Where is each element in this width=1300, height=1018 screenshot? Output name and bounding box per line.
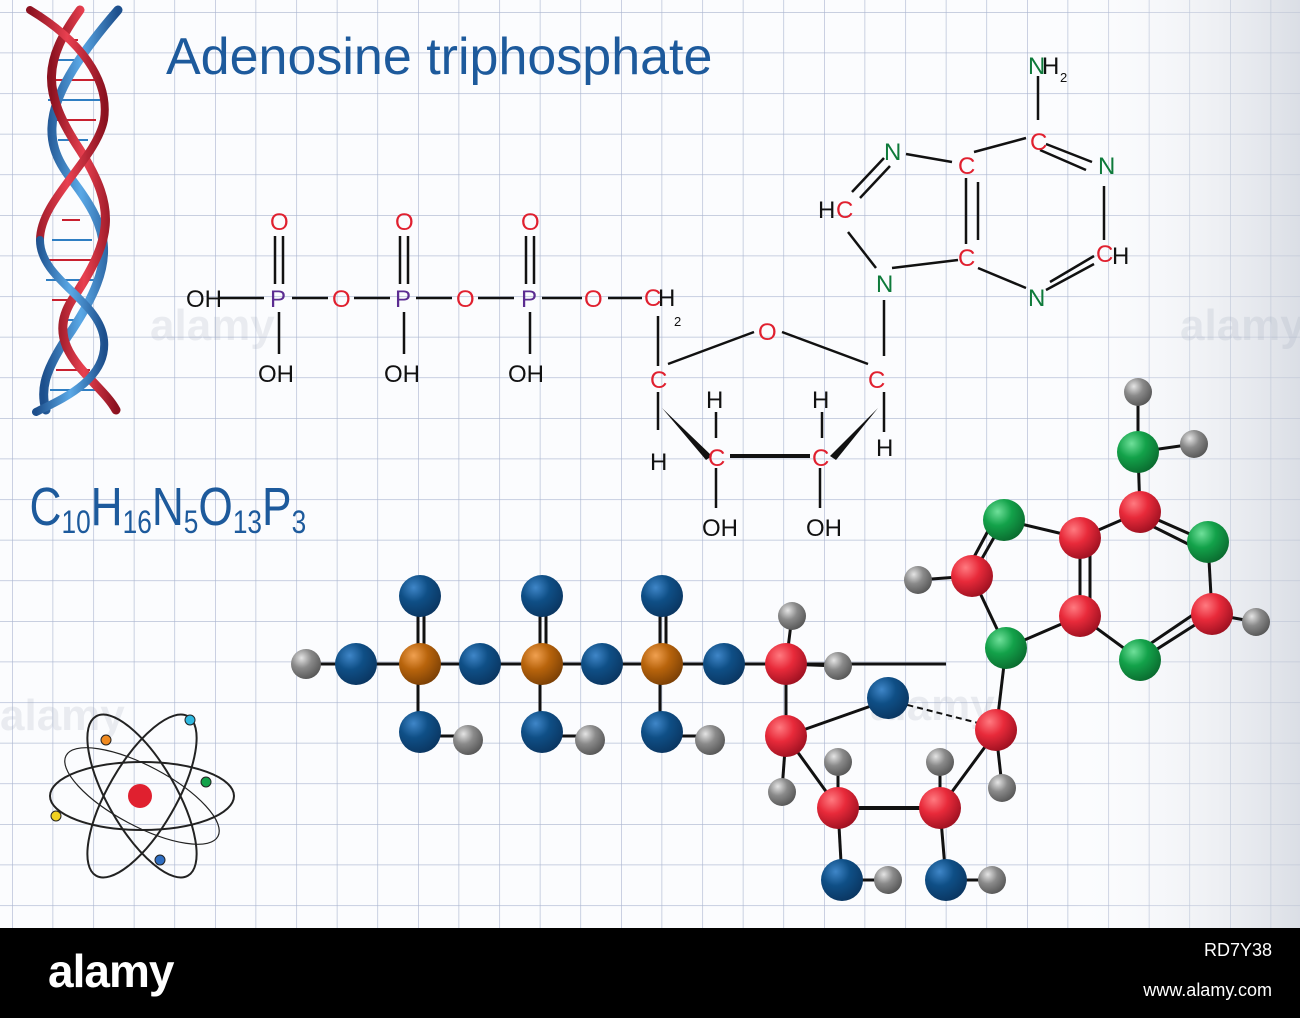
oxygen-labels: O O O O O O O: [270, 209, 777, 346]
formula-element: N: [152, 477, 184, 537]
wedge-bond: [830, 408, 878, 460]
svg-text:C: C: [836, 197, 853, 224]
svg-text:C: C: [812, 445, 829, 472]
svg-text:C: C: [1096, 241, 1113, 268]
svg-text:OH: OH: [806, 515, 842, 542]
formula-element: P: [262, 477, 292, 537]
svg-text:P: P: [270, 286, 286, 313]
watermark-text: alamy: [0, 691, 125, 740]
svg-text:H: H: [1112, 243, 1129, 270]
formula-subscript: 5: [184, 506, 199, 541]
svg-text:C: C: [958, 245, 975, 272]
svg-text:H: H: [706, 387, 723, 414]
svg-text:OH: OH: [702, 515, 738, 542]
svg-text:H: H: [876, 435, 893, 462]
svg-text:OH: OH: [508, 361, 544, 388]
formula-subscript: 13: [233, 506, 262, 541]
svg-text:C: C: [958, 153, 975, 180]
svg-text:OH: OH: [384, 361, 420, 388]
footer-bar: alamy RD7Y38 www.alamy.com: [0, 928, 1300, 1018]
poster-artwork: alamy alamy alamy alamy Adenosine tripho…: [0, 0, 1300, 928]
carbon-labels: C C C C C C C C C C: [644, 129, 1113, 472]
svg-text:N: N: [1028, 53, 1045, 80]
wedge-bond: [662, 408, 712, 460]
structural-bonds: [218, 76, 1106, 508]
ball-and-stick-model: [291, 378, 1270, 901]
formula-subscript: 10: [61, 506, 90, 541]
footer-logo[interactable]: alamy: [48, 945, 174, 997]
svg-text:O: O: [456, 286, 475, 313]
svg-text:C: C: [1030, 129, 1047, 156]
svg-text:2: 2: [1060, 70, 1067, 85]
formula-element: C: [30, 477, 62, 537]
svg-text:O: O: [521, 209, 540, 236]
formula-subscript: 3: [292, 506, 307, 541]
svg-text:N: N: [1098, 153, 1115, 180]
svg-text:OH: OH: [186, 286, 222, 313]
svg-text:H: H: [818, 197, 835, 224]
formula-element: O: [198, 477, 232, 537]
atom-icon: [49, 713, 235, 879]
formula-element: H: [91, 477, 123, 537]
svg-text:H: H: [812, 387, 829, 414]
page-title: Adenosine triphosphate: [166, 28, 712, 86]
svg-text:O: O: [332, 286, 351, 313]
svg-text:P: P: [395, 286, 411, 313]
image-id: RD7Y38: [1203, 940, 1272, 960]
svg-text:C: C: [650, 367, 667, 394]
svg-text:O: O: [758, 319, 777, 346]
svg-text:H: H: [658, 285, 675, 312]
svg-text:H: H: [650, 449, 667, 476]
watermark-text: alamy: [150, 301, 275, 350]
model-atoms: [291, 378, 1270, 901]
svg-text:H: H: [1042, 53, 1059, 80]
svg-text:O: O: [270, 209, 289, 236]
svg-text:C: C: [708, 445, 725, 472]
svg-text:C: C: [644, 285, 661, 312]
watermark: alamy alamy alamy alamy: [0, 301, 1300, 740]
molecular-formula: C10H16N5O13P3: [30, 477, 307, 541]
svg-text:C: C: [868, 367, 885, 394]
svg-text:P: P: [521, 286, 537, 313]
svg-text:N: N: [884, 139, 901, 166]
formula-subscript: 16: [123, 506, 152, 541]
paper-shadow: [1060, 0, 1300, 928]
svg-text:O: O: [395, 209, 414, 236]
svg-text:2: 2: [674, 314, 681, 329]
footer-url[interactable]: www.alamy.com: [1143, 980, 1272, 1000]
watermark-text: alamy: [1180, 301, 1300, 350]
svg-text:OH: OH: [258, 361, 294, 388]
dna-helix-icon: [26, 5, 123, 416]
svg-text:N: N: [1028, 285, 1045, 312]
nitrogen-labels: N N N N N: [876, 53, 1115, 312]
svg-text:O: O: [584, 286, 603, 313]
svg-text:N: N: [876, 271, 893, 298]
